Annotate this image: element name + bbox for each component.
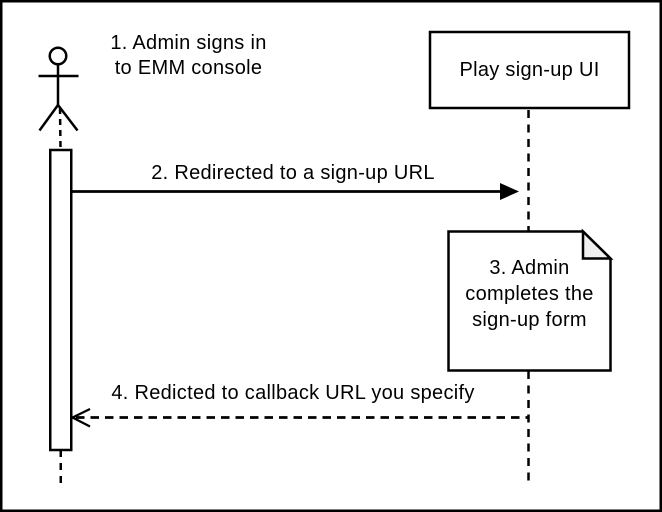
participant-label: Play sign-up UI: [459, 58, 600, 81]
actor-figure: [38, 46, 79, 150]
note-text-line3: sign-up form: [472, 309, 587, 331]
actor-head: [48, 46, 68, 66]
arrowhead-filled: [500, 183, 519, 200]
message-redirect-label: 2. Redirected to a sign-up URL: [151, 162, 435, 184]
actor-annotation-line2: to EMM console: [114, 57, 263, 79]
actor-lifeline-upper: [58, 107, 62, 150]
note-text-line1: 3. Admin: [489, 257, 570, 279]
actor-annotation: 1. Admin signs in to EMM console: [86, 31, 291, 81]
arrowhead-open: [70, 408, 91, 428]
message-callback-label: 4. Redicted to callback URL you specify: [111, 382, 475, 404]
note-fold: [581, 228, 614, 260]
actor-leg-left: [38, 104, 60, 132]
note-text-line2: completes the: [465, 283, 594, 305]
actor-annotation-line1: 1. Admin signs in: [110, 32, 267, 54]
participant-box: [428, 30, 631, 110]
activation-bar: [49, 148, 73, 452]
note-shape: [447, 228, 614, 372]
message-redirect-arrow: [72, 183, 519, 200]
note-text: 3. Admin completes the sign-up form: [449, 255, 610, 333]
message-callback-arrow: [70, 408, 529, 428]
